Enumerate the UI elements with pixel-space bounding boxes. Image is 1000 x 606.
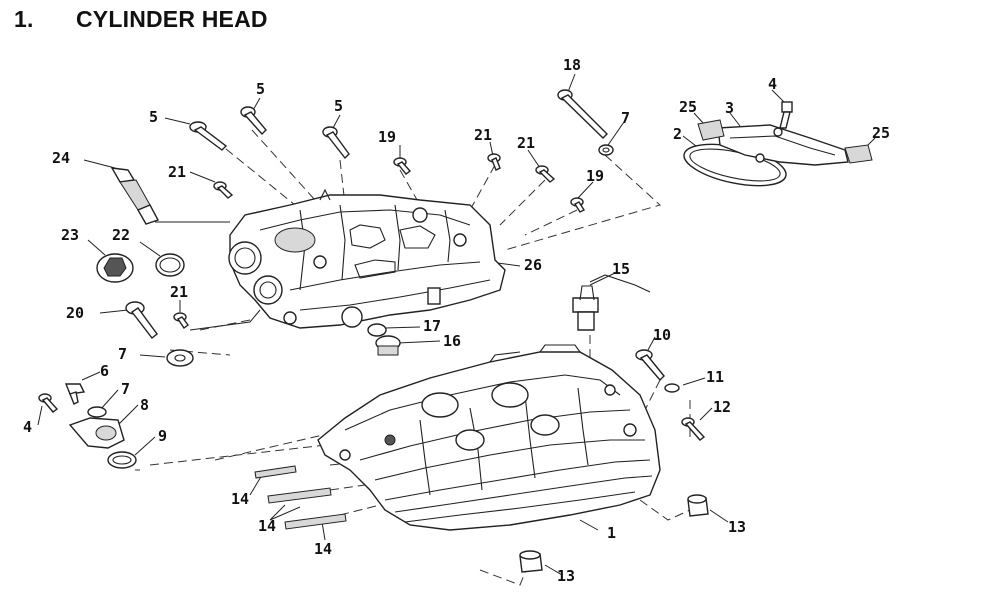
callout-17: 17 xyxy=(423,317,441,335)
spark-plug-part-24 xyxy=(110,167,160,225)
section-number: 1. xyxy=(14,6,34,32)
bolt-part-20 xyxy=(125,301,158,339)
dowel-part-13a xyxy=(687,494,709,517)
callout-2: 2 xyxy=(673,125,682,143)
o-ring-part-22 xyxy=(155,253,185,277)
callout-13b: 13 xyxy=(557,567,575,585)
bolt-part-6 xyxy=(64,383,86,405)
callout-10: 10 xyxy=(653,326,671,344)
bolt-part-19a xyxy=(393,157,412,175)
callout-16: 16 xyxy=(443,332,461,350)
bolt-part-4a xyxy=(779,101,793,129)
callout-18: 18 xyxy=(563,56,581,74)
callout-7a: 7 xyxy=(621,109,630,127)
callout-19b: 19 xyxy=(586,167,604,185)
callout-7b: 7 xyxy=(118,345,127,363)
page-heading: 1. CYLINDER HEAD xyxy=(14,6,268,33)
callout-1: 1 xyxy=(607,524,616,542)
callout-5c: 5 xyxy=(334,97,343,115)
leader-lines xyxy=(37,73,876,576)
plug-part-16 xyxy=(375,335,401,356)
o-ring-part-9 xyxy=(107,451,137,469)
washer-part-7b xyxy=(166,349,194,367)
callout-6: 6 xyxy=(100,362,109,380)
bolt-part-21c xyxy=(535,165,556,183)
callout-7c: 7 xyxy=(121,380,130,398)
washer-part-11 xyxy=(664,383,680,393)
callout-11: 11 xyxy=(706,368,724,386)
callout-9: 9 xyxy=(158,427,167,445)
callout-3: 3 xyxy=(725,99,734,117)
stud-part-14a xyxy=(254,465,297,479)
dowel-part-13b xyxy=(519,550,543,573)
housing-part-8 xyxy=(68,417,125,449)
callout-4b: 4 xyxy=(23,418,32,436)
washer-part-17 xyxy=(367,323,387,337)
stud-part-14b xyxy=(267,487,332,504)
bolt-part-4b xyxy=(38,393,59,413)
callout-13a: 13 xyxy=(728,518,746,536)
callout-12: 12 xyxy=(713,398,731,416)
stud-part-14c xyxy=(284,513,347,530)
callout-5b: 5 xyxy=(256,80,265,98)
callout-21c: 21 xyxy=(517,134,535,152)
cap-part-23 xyxy=(96,253,134,283)
bolt-part-19b xyxy=(570,197,586,213)
bolt-part-5b xyxy=(240,106,267,136)
bolt-part-5a xyxy=(189,121,228,151)
bolt-part-21d xyxy=(173,312,189,330)
callout-4a: 4 xyxy=(768,75,777,93)
callout-14c: 14 xyxy=(314,540,332,558)
lower-cylinder-head xyxy=(317,344,661,531)
bolt-part-12 xyxy=(681,417,706,441)
callout-8: 8 xyxy=(140,396,149,414)
callout-24: 24 xyxy=(52,149,70,167)
sensor-part-15 xyxy=(572,274,651,331)
callout-15: 15 xyxy=(612,260,630,278)
callout-25a: 25 xyxy=(679,98,697,116)
bolt-part-18 xyxy=(557,89,608,139)
washer-part-7a xyxy=(598,144,614,156)
washer-part-7c xyxy=(87,406,107,418)
callout-22: 22 xyxy=(112,226,130,244)
bolt-part-21a xyxy=(213,181,234,199)
section-title: CYLINDER HEAD xyxy=(76,6,268,32)
bolt-part-21b xyxy=(487,153,501,171)
bolt-part-10 xyxy=(635,349,665,382)
callout-5a: 5 xyxy=(149,108,158,126)
upper-cylinder-head xyxy=(228,188,506,329)
callout-20: 20 xyxy=(66,304,84,322)
bolt-part-5c xyxy=(322,126,350,160)
callout-23: 23 xyxy=(61,226,79,244)
callout-14a: 14 xyxy=(231,490,249,508)
callout-14b: 14 xyxy=(258,517,276,535)
gasket-assembly xyxy=(683,119,873,187)
callout-19a: 19 xyxy=(378,128,396,146)
callout-25b: 25 xyxy=(872,124,890,142)
callout-26: 26 xyxy=(524,256,542,274)
callout-21b: 21 xyxy=(474,126,492,144)
callout-21a: 21 xyxy=(168,163,186,181)
callout-labels: 1 2 3 4 4 5 5 5 6 7 7 7 8 9 10 11 12 13 … xyxy=(23,56,890,585)
callout-21d: 21 xyxy=(170,283,188,301)
